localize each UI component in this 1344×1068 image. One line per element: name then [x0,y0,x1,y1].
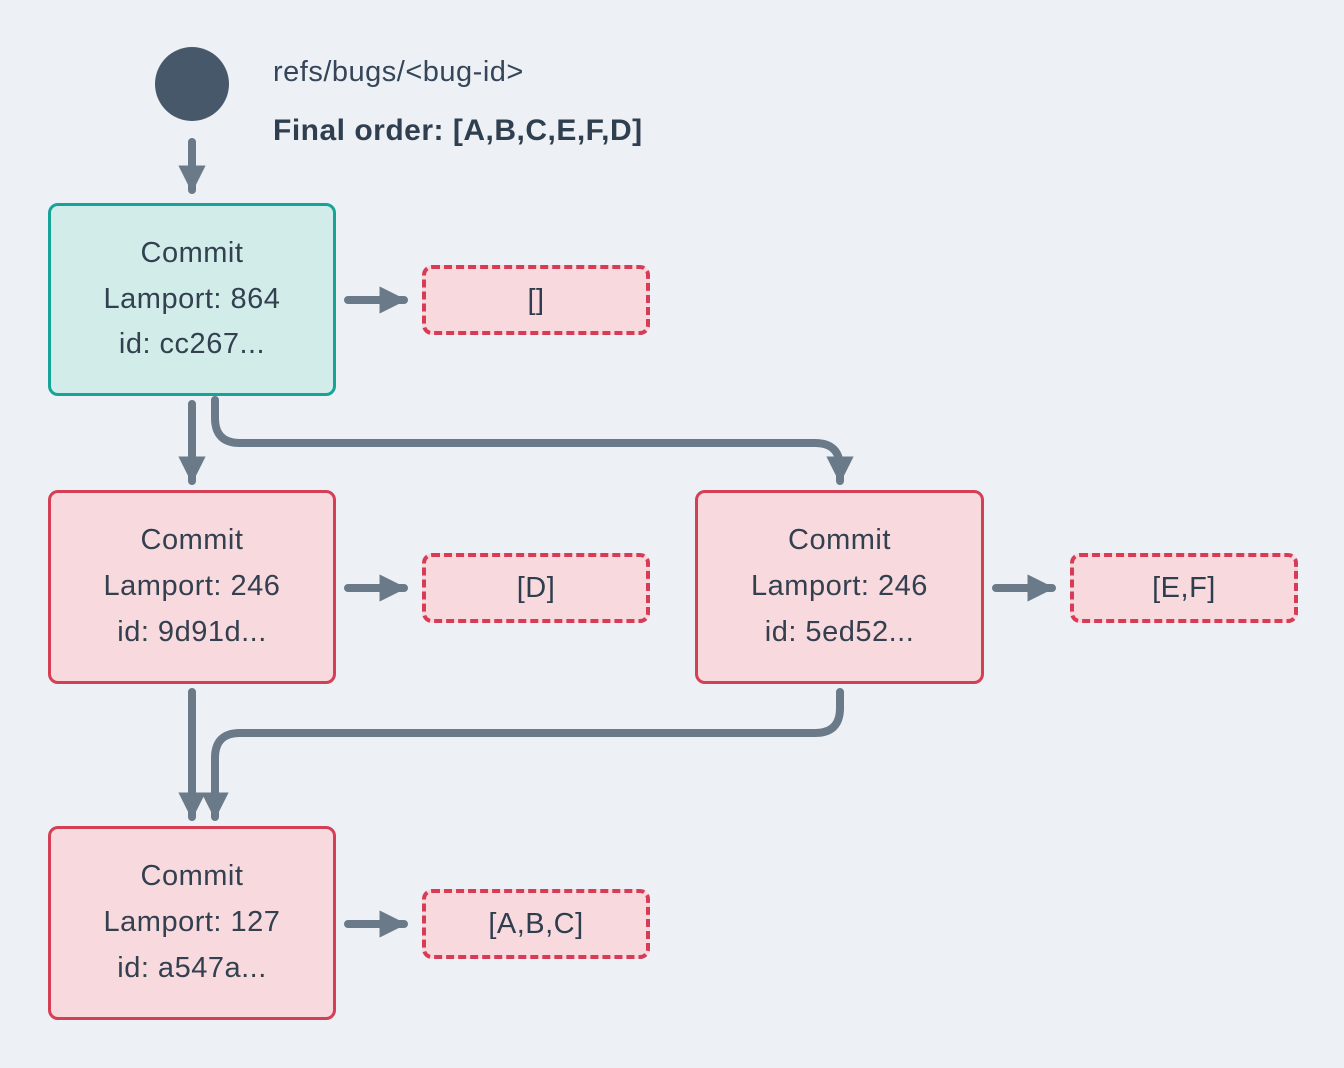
edge-right-to-bottom [201,688,844,821]
ops-box-root: [] [422,265,650,335]
ops-label: [] [527,283,545,316]
commit-id: id: 5ed52... [764,615,915,648]
commit-lamport: Lamport: 127 [103,906,281,939]
commit-lamport: Lamport: 246 [103,570,281,603]
ops-label: [E,F] [1152,571,1216,604]
commit-node-root: Commit Lamport: 864 id: cc267... [48,203,336,396]
commit-node-left: Commit Lamport: 246 id: 9d91d... [48,490,336,684]
ref-name-label: refs/bugs/<bug-id> [273,56,524,88]
ops-box-left: [D] [422,553,650,623]
final-order-label: Final order: [A,B,C,E,F,D] [273,114,643,147]
commit-lamport: Lamport: 246 [751,570,928,603]
commit-title: Commit [140,860,244,893]
commit-title: Commit [140,524,244,557]
commit-lamport: Lamport: 864 [103,282,281,315]
edge-root-to-right [211,396,854,485]
commit-title: Commit [140,236,244,269]
ops-label: [D] [516,571,556,604]
commit-id: id: cc267... [118,328,266,361]
commit-node-bottom: Commit Lamport: 127 id: a547a... [48,826,336,1020]
ops-label: [A,B,C] [488,907,584,940]
commit-node-right: Commit Lamport: 246 id: 5ed52... [695,490,984,684]
ops-box-right: [E,F] [1070,553,1298,623]
ref-head-circle [155,47,229,121]
ops-box-bottom: [A,B,C] [422,889,650,959]
commit-id: id: a547a... [117,951,267,984]
commit-id: id: 9d91d... [117,615,267,648]
commit-title: Commit [788,524,891,557]
